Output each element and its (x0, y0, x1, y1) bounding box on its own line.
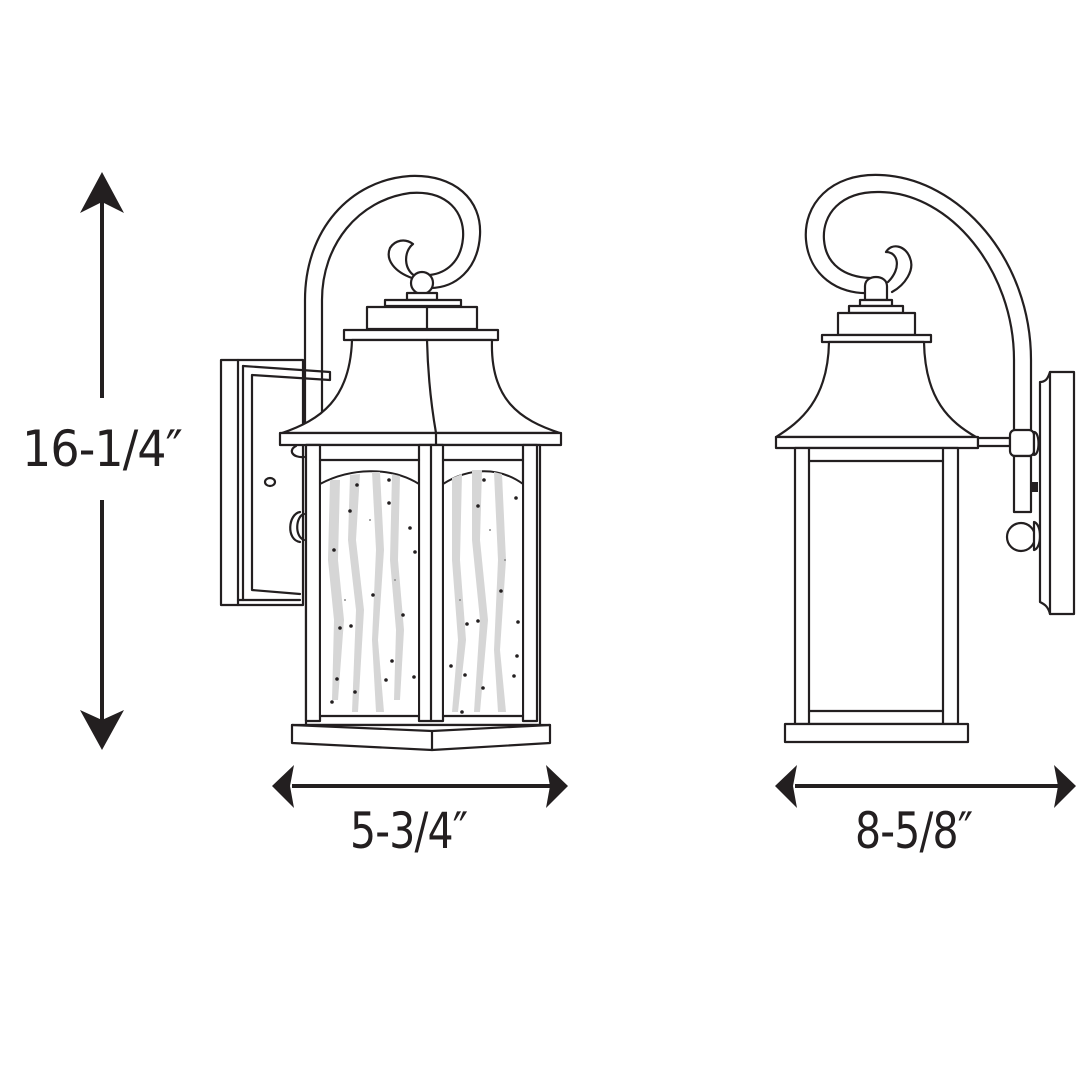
side-view-lantern (774, 173, 1076, 744)
side-mount-connector (976, 428, 1042, 553)
arrow-down-icon (80, 710, 124, 750)
seed-bubbles (330, 478, 520, 714)
lantern-base (290, 723, 552, 752)
side-lantern-body (793, 446, 960, 726)
side-extension-dimension-label: 8-5/8″ (855, 802, 973, 860)
front-width-dimension-label: 5-3/4″ (350, 802, 468, 860)
height-dimension-label: 16-1/4″ (22, 420, 183, 478)
side-lantern-cap (774, 304, 980, 450)
scroll-arm (303, 174, 482, 442)
side-scroll-arm (804, 173, 1033, 434)
side-width-dimension-arrow (775, 765, 1076, 808)
front-width-dimension-arrow (272, 765, 568, 808)
arrow-left-icon (775, 765, 797, 808)
wall-backplate (219, 358, 332, 607)
height-dimension-arrow (80, 172, 124, 750)
arrow-right-icon (1054, 765, 1076, 808)
lantern-cap (278, 298, 563, 447)
arrow-left-icon (272, 765, 294, 808)
lantern-body (304, 443, 542, 727)
arrow-right-icon (546, 765, 568, 808)
side-wall-plate (1038, 370, 1076, 616)
front-view-lantern (219, 174, 563, 752)
arrow-up-icon (80, 172, 124, 213)
side-lantern-base (783, 722, 970, 744)
